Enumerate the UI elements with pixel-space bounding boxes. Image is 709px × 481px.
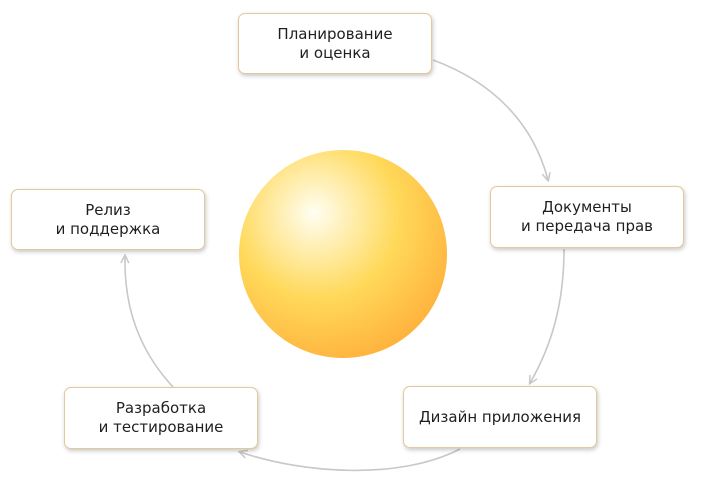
stage-release-line-1: Релиз xyxy=(85,200,131,219)
stage-planning-line-2: и оценка xyxy=(299,43,371,62)
stage-docs-box: Документы и передача прав xyxy=(490,186,684,248)
stage-dev-line-1: Разработка xyxy=(115,399,207,417)
stage-release-label: Релиз и поддержка xyxy=(56,201,161,239)
arrow-design-to-dev xyxy=(240,448,461,472)
stage-design-line-1: Дизайн приложения xyxy=(418,407,582,426)
stage-release-line-2: и поддержка xyxy=(55,219,161,238)
stage-docs-line-2: и передача прав xyxy=(520,217,654,235)
stage-docs-label: Документы и передача прав xyxy=(521,198,653,236)
stage-dev-box: Разработка и тестирование xyxy=(64,387,258,449)
arrow-planning-to-docs xyxy=(432,59,548,180)
stage-design-box: Дизайн приложения xyxy=(403,386,597,448)
arrow-docs-to-design xyxy=(530,248,565,383)
stage-docs-line-1: Документы xyxy=(542,198,632,216)
stage-planning-line-1: Планирование xyxy=(277,24,393,43)
arrow-dev-to-release xyxy=(125,256,174,388)
stage-dev-label: Разработка и тестирование xyxy=(99,399,224,437)
stage-planning-box: Планирование и оценка xyxy=(238,13,432,74)
stage-planning-label: Планирование и оценка xyxy=(277,25,392,63)
stage-dev-line-2: и тестирование xyxy=(98,418,224,436)
stage-design-label: Дизайн приложения xyxy=(419,408,581,427)
center-sphere xyxy=(239,150,447,358)
stage-release-box: Релиз и поддержка xyxy=(11,189,205,250)
